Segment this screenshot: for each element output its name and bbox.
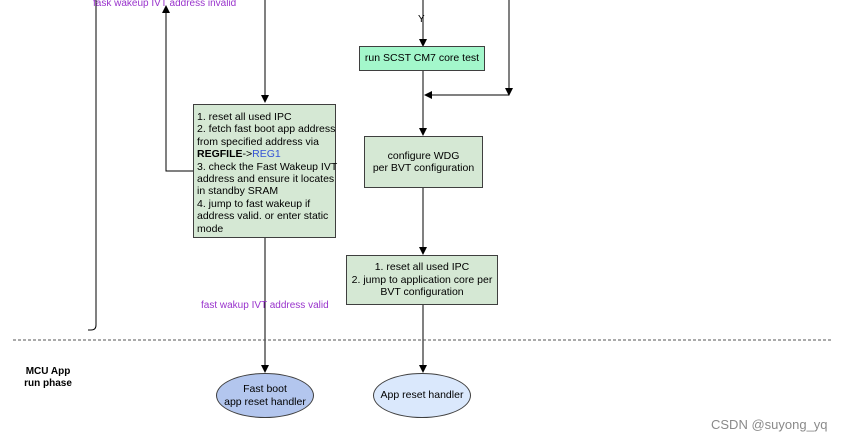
regfile-arrow-text: -> bbox=[242, 148, 253, 161]
app-reset-handler-node: App reset handler bbox=[373, 373, 471, 418]
fastboot-step-4-cont2: mode bbox=[197, 222, 224, 235]
fastboot-reset-handler-node: Fast boot app reset handler bbox=[216, 373, 314, 418]
scst-core-test-box: run SCST CM7 core test bbox=[359, 46, 485, 71]
steps-to-invalid-branch-line bbox=[162, 5, 193, 172]
invalid-address-loop-line bbox=[88, 0, 97, 331]
watermark-text: CSDN @suyong_yq bbox=[711, 417, 828, 432]
configure-wdg-box: configure WDG per BVT configuration bbox=[364, 136, 483, 188]
fastboot-step-regfile: REGFILE->REG1 bbox=[197, 148, 333, 160]
mcu-app-run-phase-label: MCU App run phase bbox=[14, 366, 82, 390]
fastboot-step-3: 3. check the Fast Wakeup IVT bbox=[197, 160, 338, 173]
reset-and-jump-line1: 1. reset all used IPC bbox=[374, 261, 470, 274]
invalid-address-label: fask wakeup IVT address invalid bbox=[93, 0, 237, 9]
fastboot-step-2: 2. fetch fast boot app address bbox=[197, 123, 336, 136]
phase-line-1: MCU App bbox=[25, 366, 71, 377]
fastboot-step-3-cont2: in standby SRAM bbox=[197, 185, 279, 198]
phase-line-2: run phase bbox=[24, 378, 72, 389]
fastboot-steps-box: 1. reset all used IPC 2. fetch fast boot… bbox=[193, 104, 338, 238]
fastboot-step-3-cont: address and ensure it locates bbox=[197, 173, 335, 186]
fastboot-handler-line1: Fast boot bbox=[243, 382, 287, 395]
reset-and-jump-line3: BVT configuration bbox=[380, 286, 464, 299]
fastboot-step-4: 4. jump to fast wakeup if bbox=[197, 197, 311, 210]
reset-and-jump-line2: 2. jump to application core per bbox=[351, 273, 493, 286]
fastboot-handler-line2: app reset handler bbox=[224, 395, 306, 408]
reset-and-jump-app-box: 1. reset all used IPC 2. jump to applica… bbox=[346, 255, 498, 305]
regfile-text: REGFILE bbox=[197, 148, 243, 161]
scst-core-test-label: run SCST CM7 core test bbox=[364, 52, 480, 65]
valid-address-label: fast wakup IVT address valid bbox=[201, 300, 329, 311]
fastboot-step-4-cont: address valid. or enter static bbox=[197, 210, 329, 223]
yes-branch-label: Y bbox=[418, 14, 425, 25]
configure-wdg-line1: configure WDG bbox=[387, 149, 460, 162]
fastboot-step-2-cont: from specified address via bbox=[197, 135, 319, 148]
reg1-text: REG1 bbox=[252, 148, 281, 161]
app-reset-handler-label: App reset handler bbox=[380, 389, 464, 401]
configure-wdg-line2: per BVT configuration bbox=[372, 162, 475, 174]
fastboot-step-1: 1. reset all used IPC bbox=[197, 111, 292, 123]
